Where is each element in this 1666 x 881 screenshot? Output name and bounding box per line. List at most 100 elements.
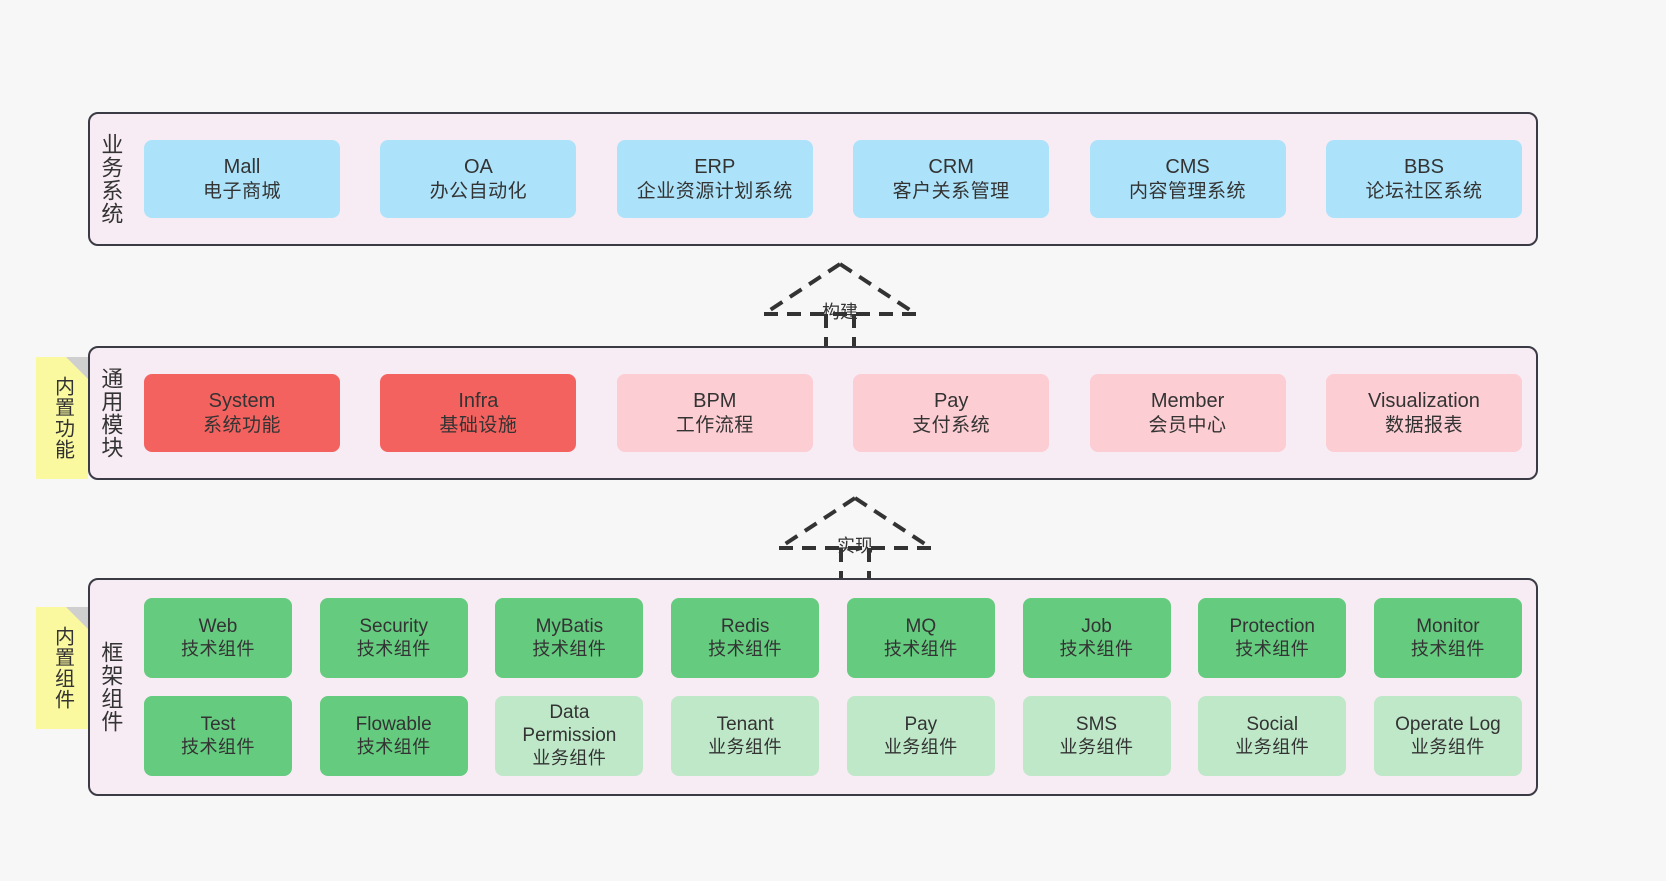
card-title-en: Data Permission bbox=[522, 702, 617, 746]
card-subtitle-cn: 技术组件 bbox=[1410, 638, 1485, 659]
card-subtitle-cn: 业务组件 bbox=[1235, 736, 1310, 757]
card-title-en: System bbox=[208, 389, 276, 412]
card-title-en: CRM bbox=[928, 155, 974, 178]
card-title-en: Redis bbox=[720, 615, 770, 637]
card-title-en: OA bbox=[463, 155, 493, 178]
card-title-en: Test bbox=[200, 713, 236, 735]
card-title-en: BBS bbox=[1403, 155, 1444, 178]
card-title-en: Tenant bbox=[716, 713, 774, 735]
card-subtitle-cn: 业务组件 bbox=[532, 748, 607, 769]
sticky-note-builtin-components: 内置组件 bbox=[36, 607, 88, 729]
sticky-note-builtin-components-label: 内置组件 bbox=[51, 626, 74, 710]
card-subtitle-cn: 技术组件 bbox=[356, 736, 431, 757]
card-subtitle-cn: 业务组件 bbox=[883, 736, 958, 757]
card-subtitle-cn: 论坛社区系统 bbox=[1365, 180, 1483, 202]
card-title-en: Mall bbox=[223, 155, 261, 178]
card-subtitle-cn: 技术组件 bbox=[356, 638, 431, 659]
card-subtitle-cn: 业务组件 bbox=[708, 736, 783, 757]
card-title-en: Monitor bbox=[1416, 615, 1480, 637]
card-subtitle-cn: 技术组件 bbox=[532, 638, 607, 659]
card-subtitle-cn: 业务组件 bbox=[1410, 736, 1485, 757]
card-subtitle-cn: 企业资源计划系统 bbox=[636, 180, 793, 202]
card-subtitle-cn: 客户关系管理 bbox=[892, 180, 1010, 202]
card-title-en: Security bbox=[359, 615, 429, 637]
card-subtitle-cn: 技术组件 bbox=[181, 638, 255, 659]
card-subtitle-cn: 会员中心 bbox=[1148, 414, 1227, 436]
card-title-en: Social bbox=[1246, 713, 1299, 735]
framework-component-layer-label: 框架组件 bbox=[98, 641, 124, 733]
card-title-en: BPM bbox=[693, 389, 737, 412]
card-subtitle-cn: 支付系统 bbox=[912, 414, 991, 436]
card-subtitle-cn: 系统功能 bbox=[202, 414, 281, 436]
card-subtitle-cn: 工作流程 bbox=[675, 414, 754, 436]
card-title-en: Pay bbox=[933, 389, 969, 412]
connector-build-label: 构建 bbox=[822, 302, 858, 322]
card-title-en: CMS bbox=[1165, 155, 1210, 178]
card-subtitle-cn: 技术组件 bbox=[883, 638, 958, 659]
card-title-en: Flowable bbox=[355, 713, 432, 735]
card-title-en: Visualization bbox=[1367, 389, 1480, 412]
card-title-en: MyBatis bbox=[535, 615, 604, 637]
business-system-layer-label: 业务系统 bbox=[98, 133, 124, 225]
card-subtitle-cn: 数据报表 bbox=[1384, 414, 1463, 436]
card-title-en: Member bbox=[1150, 389, 1225, 412]
card-title-en: Job bbox=[1081, 615, 1112, 637]
card-subtitle-cn: 办公自动化 bbox=[429, 180, 528, 202]
sticky-note-builtin-features: 内置功能 bbox=[36, 357, 88, 479]
card-subtitle-cn: 内容管理系统 bbox=[1129, 180, 1247, 202]
card-subtitle-cn: 技术组件 bbox=[181, 736, 255, 757]
card-subtitle-cn: 业务组件 bbox=[1059, 736, 1134, 757]
card-title-en: Operate Log bbox=[1395, 713, 1501, 735]
card-title-en: Pay bbox=[904, 713, 938, 735]
sticky-note-builtin-features-label: 内置功能 bbox=[51, 376, 74, 460]
card-title-en: Web bbox=[198, 615, 238, 637]
card-title-en: SMS bbox=[1075, 713, 1118, 735]
connector-implement: 实现 bbox=[765, 492, 945, 590]
connector-implement-label: 实现 bbox=[837, 536, 873, 556]
card-title-en: MQ bbox=[905, 615, 937, 637]
card-subtitle-cn: 基础设施 bbox=[439, 414, 518, 436]
card-subtitle-cn: 电子商城 bbox=[202, 180, 281, 202]
general-module-layer-label: 通用模块 bbox=[98, 367, 124, 459]
card-title-en: Infra bbox=[458, 389, 499, 412]
card-subtitle-cn: 技术组件 bbox=[708, 638, 783, 659]
card-subtitle-cn: 技术组件 bbox=[1235, 638, 1310, 659]
